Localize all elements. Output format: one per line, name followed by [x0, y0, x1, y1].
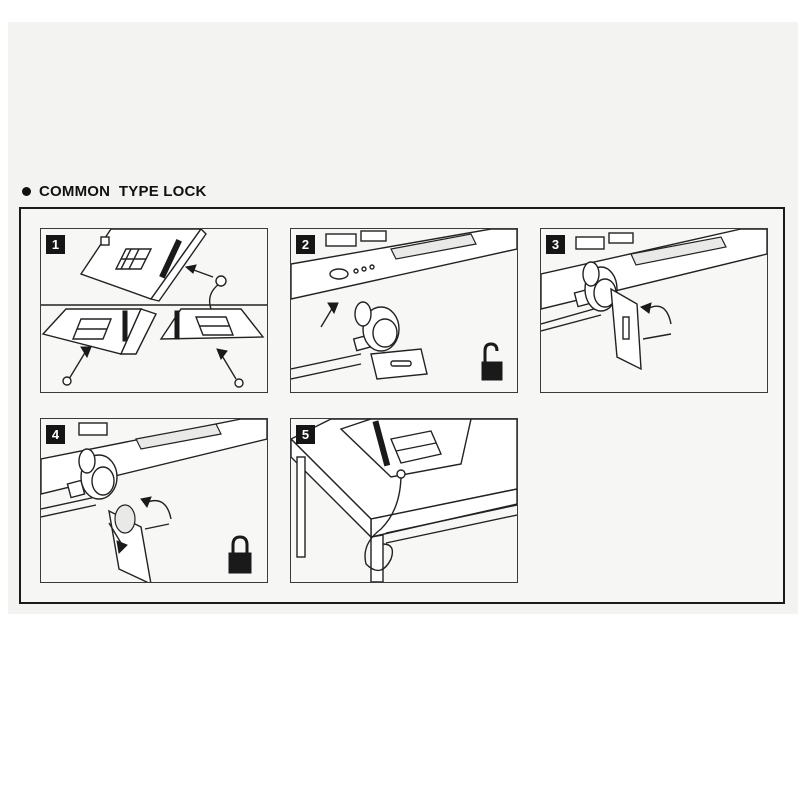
step-5-illustration [291, 419, 517, 582]
device-body [291, 229, 517, 300]
padlock-closed-icon [228, 535, 252, 574]
laptop-right [159, 308, 265, 340]
step-5-badge: 5 [296, 425, 315, 444]
security-slot [329, 268, 349, 280]
step-2-panel: 2 [290, 228, 518, 393]
step-4-illustration [41, 419, 267, 582]
bullet-icon [22, 186, 31, 196]
step-1-panel: 1 [40, 228, 268, 393]
arrow-icon [190, 268, 214, 278]
step-2-badge: 2 [296, 235, 315, 254]
step-1-badge: 1 [46, 235, 65, 254]
table-leg [370, 534, 384, 582]
step-4-panel: 4 [40, 418, 268, 583]
step-3-badge: 3 [546, 235, 565, 254]
step-3-illustration [541, 229, 767, 371]
arrow-icon [646, 305, 672, 325]
section-heading: COMMON TYPE LOCK [22, 181, 207, 201]
step-2-illustration [291, 229, 517, 381]
step-4-badge: 4 [46, 425, 65, 444]
arrow-icon [320, 306, 334, 328]
arrow-icon [220, 353, 237, 380]
step-5-panel: 5 [290, 418, 518, 583]
table-leg [296, 456, 306, 558]
step-1-illustration [41, 229, 267, 388]
keyboard-icon [114, 248, 153, 270]
step-3-panel: 3 [540, 228, 768, 393]
laptop [339, 419, 472, 478]
arrow-icon [108, 522, 122, 544]
arrow-icon [68, 350, 87, 380]
instruction-frame: 1 2 [19, 207, 785, 604]
heading-text: COMMON TYPE LOCK [39, 182, 207, 200]
padlock-open-icon [481, 342, 503, 381]
